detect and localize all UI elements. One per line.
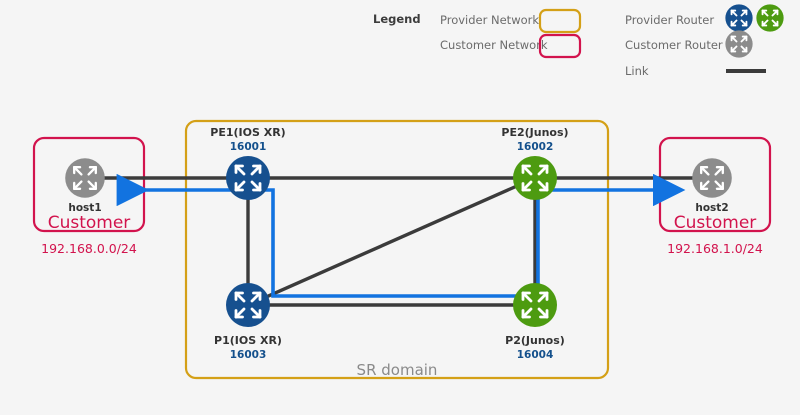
host-label-host2: host2 (695, 202, 728, 214)
legend: Legend Provider Network Customer Network… (373, 4, 784, 78)
link-layer (85, 176, 712, 307)
host-label-host1: host1 (68, 202, 101, 214)
router-label-pe1: PE1(IOS XR) (210, 126, 285, 139)
router-sid-p2: 16004 (517, 349, 554, 361)
sr-domain-box (184, 119, 610, 380)
router-label-p1: P1(IOS XR) (214, 334, 282, 347)
traffic-path-to-host1 (116, 173, 540, 298)
sr-domain-label: SR domain (357, 361, 438, 379)
legend-label-customer-router: Customer Router (625, 38, 723, 52)
customer-subnet-right: 192.168.1.0/24 (667, 241, 763, 256)
traffic-path (116, 173, 686, 298)
router-node-p1[interactable]: P1(IOS XR) 16003 (214, 283, 282, 361)
router-icon (226, 156, 270, 200)
legend-swatch-customer-network (538, 33, 582, 59)
host-router-host2[interactable]: host2 (692, 158, 732, 214)
customer-subnet-left: 192.168.0.0/24 (41, 241, 137, 256)
router-icon (226, 283, 270, 327)
customer-label-left: Customer (48, 213, 131, 233)
customer-label-right: Customer (674, 213, 757, 233)
router-label-pe2: PE2(Junos) (501, 126, 568, 139)
router-sid-p1: 16003 (230, 349, 267, 361)
router-icon (692, 158, 732, 198)
router-node-pe1[interactable]: PE1(IOS XR) 16001 (210, 126, 286, 200)
legend-customer-router-icon (725, 30, 753, 58)
router-node-p2[interactable]: P2(Junos) 16004 (505, 283, 565, 361)
legend-title: Legend (373, 12, 421, 26)
host-router-host1[interactable]: host1 (65, 158, 105, 214)
legend-label-link: Link (625, 64, 649, 78)
router-sid-pe2: 16002 (517, 141, 554, 153)
router-sid-pe1: 16001 (230, 141, 267, 153)
legend-swatch-provider-network (538, 8, 582, 34)
router-icon (513, 283, 557, 327)
legend-provider-router-green-icon (756, 4, 784, 32)
router-label-p2: P2(Junos) (505, 334, 565, 347)
router-node-pe2[interactable]: PE2(Junos) 16002 (501, 126, 569, 200)
legend-label-customer-network: Customer Network (440, 38, 548, 52)
legend-provider-router-blue-icon (725, 4, 753, 32)
router-icon (65, 158, 105, 198)
link-p1-pe2 (247, 176, 536, 307)
legend-label-provider-router: Provider Router (625, 13, 714, 27)
legend-label-provider-network: Provider Network (440, 13, 539, 27)
router-icon (513, 156, 557, 200)
